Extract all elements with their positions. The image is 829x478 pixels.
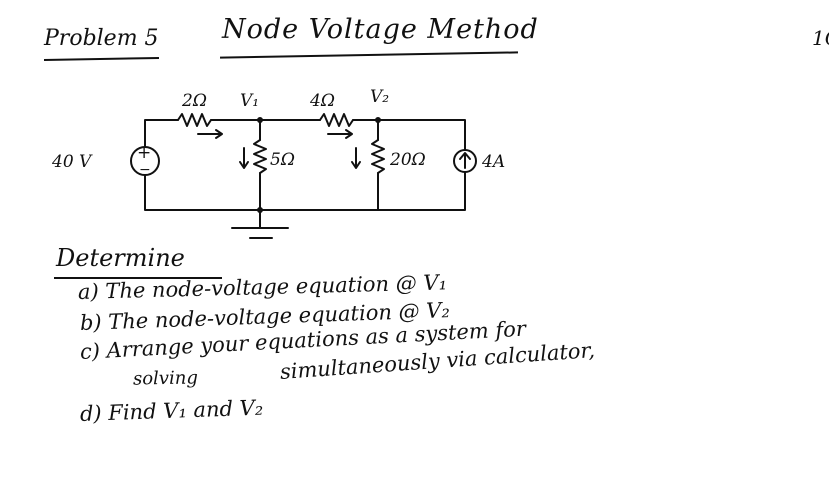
problem-label: Problem 5 (44, 26, 159, 51)
label-source-voltage: 40 V (51, 152, 93, 172)
label-node2: V₂ (370, 87, 389, 107)
node-dot-v2 (375, 117, 381, 123)
node-dot-ground (257, 207, 263, 213)
resistor-20ohm (371, 139, 385, 174)
task-item-c-solving: solving (132, 367, 199, 390)
wire-r2-to-v2 (352, 119, 466, 151)
page-number: 1C (812, 26, 829, 50)
node-dot-v1 (257, 117, 263, 123)
label-plus: + (137, 143, 151, 163)
wire-4a-bottom (259, 171, 466, 211)
current-source-symbol (453, 149, 477, 173)
voltage-source-symbol (130, 146, 160, 176)
wire-left-top (144, 119, 179, 148)
determine-heading: Determine (56, 244, 185, 272)
label-r3: 5Ω (270, 150, 295, 170)
label-node1: V₁ (240, 91, 259, 111)
current-arrow-i2 (327, 129, 353, 139)
current-arrow-i1 (197, 129, 223, 139)
label-r4: 20Ω (389, 150, 426, 170)
label-r1: 2Ω (181, 91, 207, 111)
resistor-2ohm (177, 113, 212, 127)
current-arrow-i4 (351, 147, 361, 169)
resistor-5ohm (253, 139, 267, 174)
label-r2: 4Ω (309, 91, 335, 111)
label-current-source: 4A (481, 152, 505, 172)
label-minus: − (139, 162, 151, 178)
page-title: Node Voltage Method (222, 14, 539, 45)
wire-left-bottom (144, 174, 261, 211)
current-source-arrow (459, 152, 471, 169)
resistor-4ohm (319, 113, 354, 127)
ground-symbol (231, 227, 289, 239)
current-arrow-i3 (239, 147, 249, 169)
determine-underline (54, 277, 222, 279)
